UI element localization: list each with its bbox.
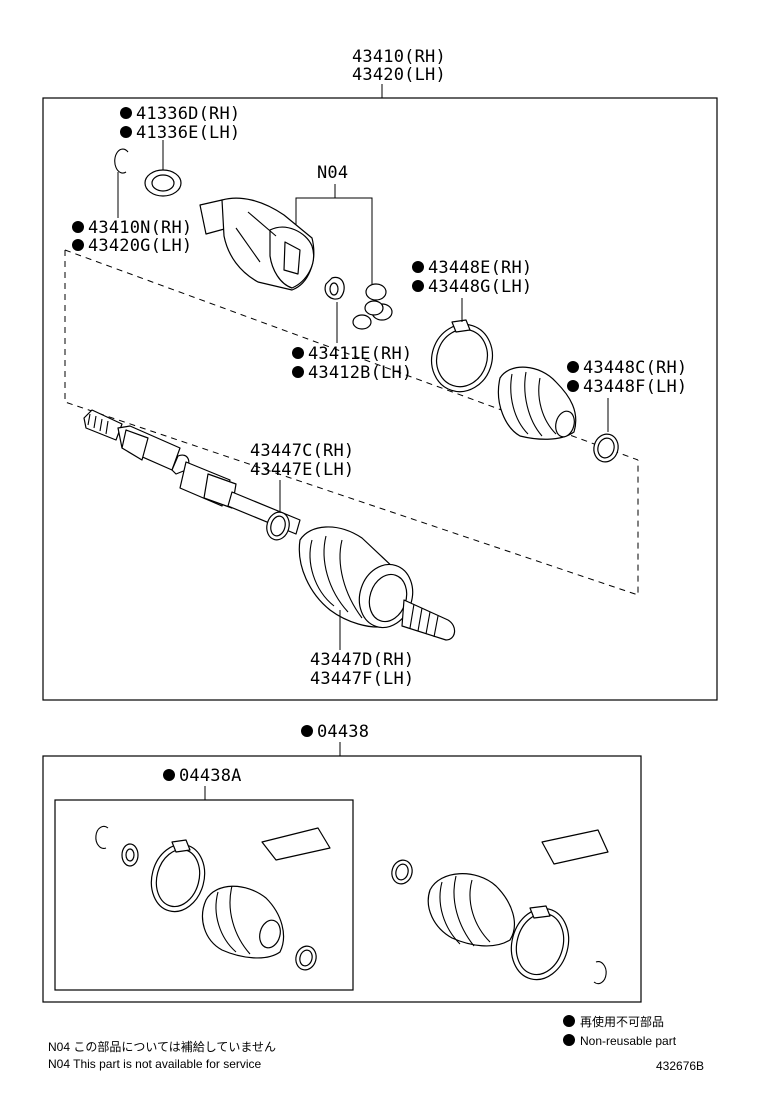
drive-shaft-part xyxy=(83,409,301,535)
oil-seal-callout: 41336D(RH) 41336E(LH) xyxy=(120,104,240,143)
legend-en: Non-reusable part xyxy=(580,1034,677,1048)
n04-callout: N04 xyxy=(295,163,373,285)
boot-kit-sub-frame xyxy=(54,799,354,991)
snap-ring-small-part xyxy=(324,276,345,343)
outboard-boot-clamp-small-callout: 43447C(RH) 43447E(LH) xyxy=(250,441,354,480)
inboard-clamp-large-label-2: 43448G(LH) xyxy=(428,277,532,297)
oil-seal-label-2: 41336E(LH) xyxy=(136,123,240,143)
n04-label: N04 xyxy=(317,163,348,183)
inboard-joint-label-1: 43410N(RH) xyxy=(88,218,192,238)
note-n04-jp: N04 この部品については補給していません xyxy=(48,1039,276,1054)
outboard-clamp-small-label-1: 43447C(RH) xyxy=(250,441,354,461)
boot-kit-sub-label: 04438A xyxy=(179,766,242,786)
main-assembly-frame xyxy=(42,97,718,701)
oil-seal-label-1: 41336D(RH) xyxy=(136,104,240,124)
outboard-clamp-small-label-2: 43447E(LH) xyxy=(250,460,354,480)
inboard-boot-clamp-large-callout: 43448E(RH) 43448G(LH) xyxy=(412,258,532,297)
legend: 再使用不可部品 Non-reusable part xyxy=(563,1014,677,1048)
exploded-outline xyxy=(64,250,639,596)
inboard-clamp-small-label-2: 43448F(LH) xyxy=(583,377,687,397)
inboard-joint-callout: 43410N(RH) 43420G(LH) xyxy=(72,218,192,256)
oil-seal-part xyxy=(144,140,182,197)
boot-kit-frame xyxy=(42,755,642,1003)
outboard-joint-callout: 43447D(RH) 43447F(LH) xyxy=(310,650,414,689)
boot-kit-sub-callout: 04438A xyxy=(163,766,242,800)
snap-ring-label-2: 43412B(LH) xyxy=(308,363,412,383)
assembly-label-line-1: 43410(RH) xyxy=(352,47,446,67)
inboard-boot-clamp-small-part xyxy=(593,398,619,463)
diagram-code: 432676B xyxy=(656,1059,704,1073)
boot-kit-label: 04438 xyxy=(317,722,369,742)
assembly-label: 43410(RH) 43420(LH) xyxy=(352,47,446,98)
inner-boot-kit-parts xyxy=(95,825,331,971)
inboard-boot-part xyxy=(497,366,577,440)
outer-boot-kit-parts xyxy=(391,829,609,985)
outboard-joint-part xyxy=(298,526,456,650)
note-n04-en: N04 This part is not available for servi… xyxy=(48,1057,262,1071)
snap-ring-callout: 43411E(RH) 43412B(LH) xyxy=(292,344,412,383)
legend-jp: 再使用不可部品 xyxy=(580,1014,664,1029)
snap-ring-part xyxy=(114,148,129,218)
outboard-boot-clamp-small-part xyxy=(266,480,290,541)
outboard-joint-label-2: 43447F(LH) xyxy=(310,669,414,689)
assembly-label-line-2: 43420(LH) xyxy=(352,65,446,85)
outboard-joint-label-1: 43447D(RH) xyxy=(310,650,414,670)
inboard-boot-clamp-small-callout: 43448C(RH) 43448F(LH) xyxy=(567,358,687,397)
snap-ring-label-1: 43411E(RH) xyxy=(308,344,412,364)
inboard-joint-label-2: 43420G(LH) xyxy=(88,236,192,256)
inboard-boot-clamp-large-part xyxy=(430,298,494,393)
boot-kit-callout: 04438 xyxy=(301,722,369,756)
footnotes: N04 この部品については補給していません N04 This part is n… xyxy=(48,1039,276,1071)
inboard-clamp-small-label-1: 43448C(RH) xyxy=(583,358,687,378)
inboard-joint-housing xyxy=(199,197,315,291)
inboard-clamp-large-label-1: 43448E(RH) xyxy=(428,258,532,278)
tripod-spider-part xyxy=(352,283,393,330)
